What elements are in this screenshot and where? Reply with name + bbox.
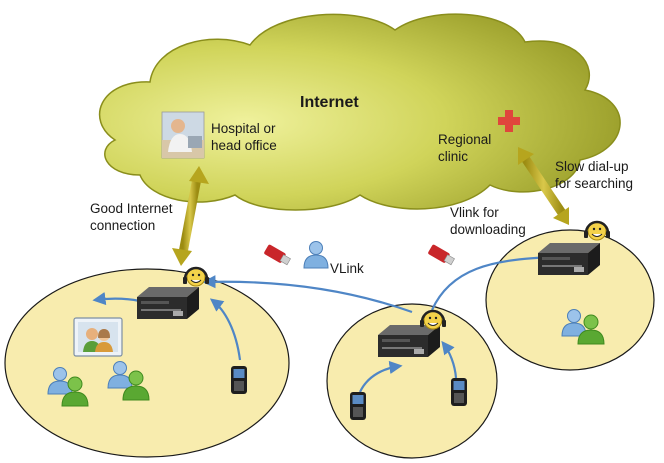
headset-smiley-icon xyxy=(181,266,211,288)
slow-label-line2: for searching xyxy=(555,176,634,191)
good-label-line1: Good Internet xyxy=(90,201,173,216)
vlinkdl-label-line2: downloading xyxy=(450,222,526,237)
hospital-photo-icon xyxy=(161,111,205,159)
good-label-line2: connection xyxy=(90,218,156,233)
slow-dialup-arrow xyxy=(518,147,569,225)
hospital-site-ellipse xyxy=(4,268,290,458)
mobile-phone-icon xyxy=(451,378,467,406)
hospital-label-line2: head office xyxy=(211,138,277,153)
regional-site-ellipse xyxy=(485,229,655,371)
internet-label: Internet xyxy=(300,94,359,111)
regional-clinic-label: Regional clinic xyxy=(438,131,491,165)
vlinkdl-label-line1: Vlink for xyxy=(450,205,499,220)
internet-cloud xyxy=(98,13,621,211)
hospital-label: Hospital or head office xyxy=(211,120,277,154)
headset-smiley-icon xyxy=(582,220,612,242)
server-icon xyxy=(378,325,440,357)
hospital-label-line1: Hospital or xyxy=(211,121,276,136)
slow-dialup-label: Slow dial-up for searching xyxy=(555,158,633,192)
usb-stick-icon xyxy=(263,243,291,266)
red-cross-icon xyxy=(498,110,520,132)
slow-label-line1: Slow dial-up xyxy=(555,159,629,174)
mobile-phone-icon xyxy=(231,366,247,394)
server-icon xyxy=(137,287,199,319)
regional-label-line1: Regional xyxy=(438,132,492,147)
vlink-label: VLink xyxy=(330,261,364,276)
contact-card-icon xyxy=(73,317,123,357)
regional-label-line2: clinic xyxy=(438,149,469,164)
person-icon xyxy=(303,241,329,269)
good-connection-arrow xyxy=(172,166,209,266)
good-connection-label: Good Internet connection xyxy=(90,200,173,234)
usb-stick-icon xyxy=(427,243,455,266)
server-icon xyxy=(538,243,600,275)
vlink-download-label: Vlink for downloading xyxy=(450,204,526,238)
mobile-phone-icon xyxy=(350,392,366,420)
data-flow-arrows xyxy=(92,250,563,393)
